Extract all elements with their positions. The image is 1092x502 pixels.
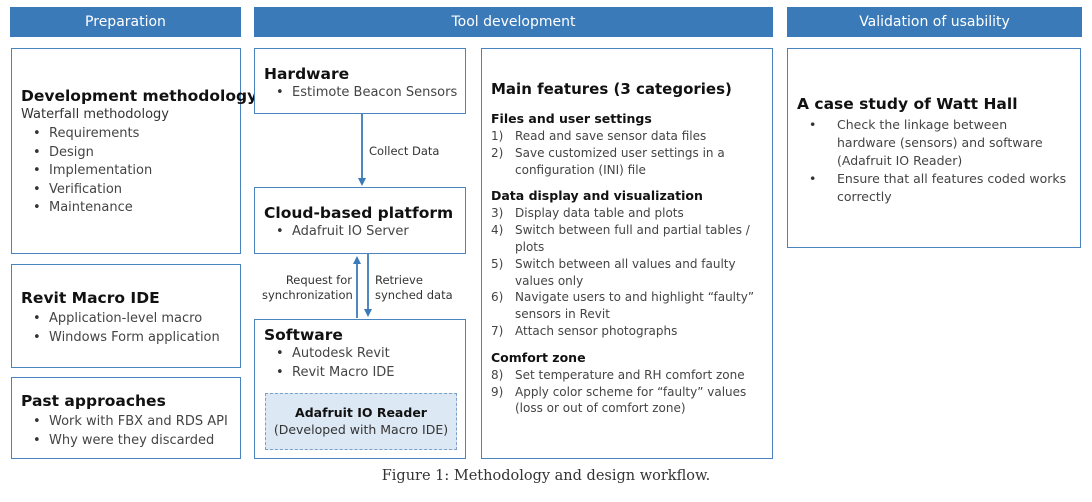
list-item: Adafruit IO Server (264, 223, 465, 242)
adafruit-io-reader-subtitle: (Developed with Macro IDE) (273, 422, 449, 437)
revit-macro-ide-box: Revit Macro IDE Application-level macro … (11, 264, 241, 368)
waterfall-subtitle: Waterfall methodology (21, 107, 169, 122)
section-title: Comfort zone (491, 349, 586, 365)
cloud-platform-title: Cloud-based platform (264, 204, 454, 222)
list-item: Autodesk Revit (264, 345, 465, 364)
request-sync-label: Request for synchronization (262, 273, 353, 303)
development-methodology-title: Development methodology (21, 87, 258, 105)
list-item: 8)Set temperature and RH comfort zone (491, 367, 745, 382)
feature-list: 3)Display data table and plots 4)Switch … (491, 205, 760, 339)
watt-hall-title: A case study of Watt Hall (797, 95, 1018, 113)
development-methodology-box: Development methodology Waterfall method… (11, 48, 258, 254)
list-item: 2)Save customized user settings in a con… (491, 145, 725, 177)
adafruit-io-reader-title: Adafruit IO Reader (295, 405, 427, 420)
retrieve-data-label-line2: synched data (375, 288, 453, 302)
retrieve-data-label-line1: Retrieve (375, 273, 423, 287)
list-item: 9)Apply color scheme for “faulty” values… (491, 384, 747, 416)
list-item: Why were they discarded (21, 432, 240, 451)
list-item: Estimote Beacon Sensors (264, 84, 465, 103)
feature-list: 1)Read and save sensor data files 2)Save… (491, 128, 760, 178)
list-item: Implementation (21, 162, 240, 181)
methodology-list: Requirements Design Implementation Verif… (21, 125, 240, 218)
list-item: Windows Form application (21, 329, 240, 348)
revit-macro-list: Application-level macro Windows Form app… (21, 310, 240, 347)
list-item: 6)Navigate users to and highlight “fault… (491, 290, 755, 322)
main-features-box: Main features (3 categories) Files and u… (481, 48, 773, 459)
past-approaches-box: Past approaches Work with FBX and RDS AP… (11, 377, 241, 459)
collect-data-label: Collect Data (369, 144, 440, 158)
list-item: Revit Macro IDE (264, 364, 465, 383)
header-validation: Validation of usability (787, 7, 1082, 37)
list-item: Design (21, 144, 240, 163)
request-sync-label-line1: Request for (285, 273, 352, 287)
retrieve-data-label: Retrieve synched data (375, 273, 453, 303)
list-item: 1)Read and save sensor data files (491, 129, 707, 143)
list-item: Application-level macro (21, 310, 240, 329)
revit-macro-ide-title: Revit Macro IDE (21, 289, 160, 307)
figure-caption: Figure 1: Methodology and design workflo… (381, 468, 711, 484)
list-item: 7)Attach sensor photographs (491, 323, 678, 338)
header-preparation: Preparation (10, 7, 241, 37)
list-item: Requirements (21, 125, 240, 144)
past-approaches-list: Work with FBX and RDS API Why were they … (21, 413, 240, 450)
watt-hall-list: Check the linkage between hardware (sens… (797, 116, 1068, 206)
main-features-title: Main features (3 categories) (491, 80, 732, 98)
section-title: Files and user settings (491, 111, 652, 126)
list-item: Ensure that all features coded works cor… (797, 170, 1068, 206)
list-item: Check the linkage between hardware (sens… (797, 116, 1068, 170)
past-approaches-title: Past approaches (21, 392, 166, 410)
cloud-platform-box: Cloud-based platform Adafruit IO Server (254, 187, 466, 254)
software-title: Software (264, 326, 343, 344)
hardware-box: Hardware Estimote Beacon Sensors (254, 48, 466, 114)
adafruit-io-reader-box: Adafruit IO Reader (Developed with Macro… (265, 393, 457, 450)
header-tool-development: Tool development (254, 7, 773, 37)
section-title: Data display and visualization (491, 188, 703, 204)
list-item: 4)Switch between full and partial tables… (491, 223, 750, 254)
cloud-platform-list: Adafruit IO Server (264, 223, 465, 242)
list-item: Verification (21, 181, 240, 200)
software-list: Autodesk Revit Revit Macro IDE (264, 345, 465, 382)
request-sync-label-line2: synchronization (262, 288, 353, 302)
list-item: Work with FBX and RDS API (21, 413, 240, 432)
list-item: 3)Display data table and plots (491, 206, 684, 221)
hardware-title: Hardware (264, 65, 350, 83)
feature-list: 8)Set temperature and RH comfort zone 9)… (491, 367, 760, 417)
hardware-list: Estimote Beacon Sensors (264, 84, 465, 103)
list-item: 5)Switch between all values and faulty v… (491, 256, 736, 288)
list-item: Maintenance (21, 199, 240, 218)
watt-hall-box: A case study of Watt Hall Check the link… (787, 48, 1081, 248)
